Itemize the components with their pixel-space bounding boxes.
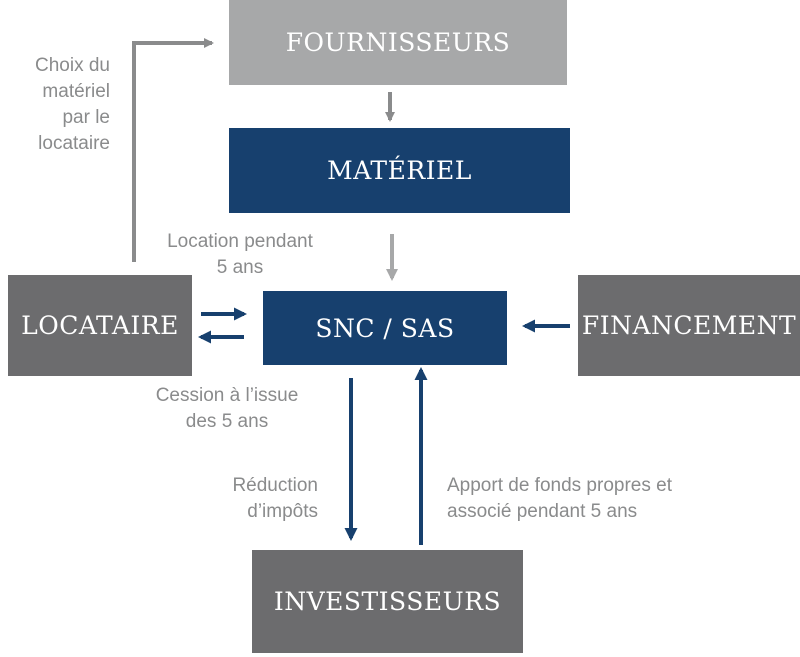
locataire-label: LOCATAIRE	[21, 311, 179, 340]
label-line: Apport de fonds propres et	[447, 475, 672, 496]
financement-box: FINANCEMENT	[578, 275, 800, 376]
label-line: locataire	[38, 133, 110, 154]
label-line: Cession à l’issue	[155, 385, 299, 406]
label-line: des 5 ans	[185, 411, 269, 432]
label-line: Choix du	[35, 55, 110, 76]
fournisseurs-box: FOURNISSEURS	[229, 0, 567, 85]
label-location: Location pendant 5 ans	[150, 229, 330, 281]
locataire-box: LOCATAIRE	[8, 275, 192, 376]
snc-sas-box: SNC / SAS	[263, 291, 507, 365]
label-cession: Cession à l’issue des 5 ans	[142, 383, 312, 435]
label-line: associé pendant 5 ans	[447, 501, 638, 522]
label-line: matériel	[42, 81, 110, 102]
label-line: Réduction	[232, 475, 318, 496]
label-apport: Apport de fonds propres et associé penda…	[447, 473, 672, 525]
label-line: 5 ans	[216, 257, 264, 278]
label-reduction: Réduction d’impôts	[232, 473, 318, 525]
snc-sas-label: SNC / SAS	[315, 313, 455, 343]
investisseurs-box: INVESTISSEURS	[252, 550, 523, 653]
financement-label: FINANCEMENT	[581, 311, 797, 340]
materiel-label: MATÉRIEL	[327, 156, 472, 185]
label-choix-materiel: Choix du matériel par le locataire	[35, 53, 110, 157]
label-line: d’impôts	[247, 501, 318, 522]
label-line: Location pendant	[167, 231, 313, 252]
fournisseurs-label: FOURNISSEURS	[285, 28, 511, 57]
arrow-choix-materiel	[132, 38, 214, 262]
label-line: par le	[62, 107, 110, 128]
materiel-box: MATÉRIEL	[229, 128, 570, 213]
investisseurs-label: INVESTISSEURS	[273, 587, 502, 616]
